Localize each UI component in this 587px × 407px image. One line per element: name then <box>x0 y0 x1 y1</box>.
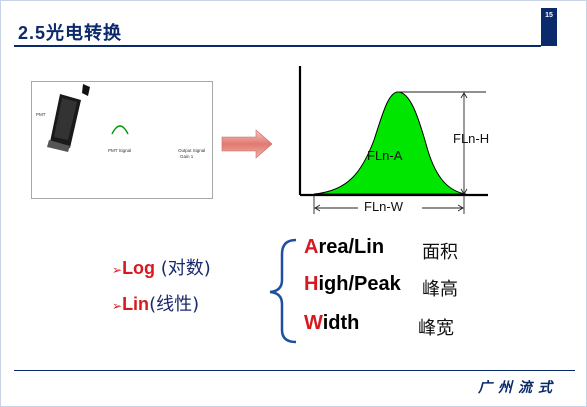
page-number-box <box>541 8 557 46</box>
width-initial: W <box>304 312 323 334</box>
height-label: FLn-H <box>453 131 490 146</box>
high-rest: igh/Peak <box>318 273 401 295</box>
width-arrow-right <box>457 204 464 212</box>
bullet-arrow-icon: ➢ <box>112 263 123 277</box>
pmt-illustration <box>47 84 129 152</box>
width-arrow-left <box>314 204 321 212</box>
high-initial: H <box>304 273 319 295</box>
area-label: FLn-A <box>367 148 403 163</box>
pmt-label: PMT <box>36 112 46 117</box>
lin-term: Lin <box>122 294 150 314</box>
list-item-area: Area/Lin <box>304 236 384 259</box>
height-arrow-top <box>460 92 468 99</box>
list-item-width: Width <box>304 312 359 335</box>
peak-parameter-diagram: FLn-A FLn-H FLn-W <box>288 64 498 224</box>
footer-brand: 广州流式 <box>478 380 558 396</box>
height-arrow-bottom <box>460 188 468 195</box>
slide-title: 2.5光电转换 <box>18 23 123 43</box>
peak-diagram-svg <box>298 66 488 214</box>
list-item-log: ➢Log (对数) <box>112 254 211 280</box>
area-initial: A <box>304 236 319 258</box>
output-signal-label: Output Signal <box>178 148 206 153</box>
pmt-signal-pulse <box>111 125 129 135</box>
page-number: 15 <box>545 12 553 19</box>
width-label: FLn-W <box>364 199 403 214</box>
log-term: Log <box>122 258 156 278</box>
area-rest: rea/Lin <box>318 236 385 258</box>
pmt-signal-label: PMT Signal <box>108 148 132 153</box>
high-cn: 峰高 <box>422 279 458 300</box>
width-rest: idth <box>322 312 360 334</box>
pmt-device-icon <box>47 84 90 152</box>
footer-rule <box>14 370 575 371</box>
list-item-high: High/Peak <box>304 273 401 296</box>
title-underline <box>14 45 541 47</box>
grouping-brace <box>269 238 297 344</box>
list-item-lin: ➢Lin(线性) <box>112 290 199 316</box>
peak-curve <box>313 91 467 195</box>
gain-label: Gain 1 <box>180 154 194 159</box>
bullet-arrow-icon: ➢ <box>112 299 123 313</box>
width-cn: 峰宽 <box>418 318 454 339</box>
pmt-screenshot-panel: PMT PMT Signal Output Signal Gain 1 <box>31 81 213 199</box>
log-cn: (对数) <box>155 258 211 279</box>
lin-cn: (线性) <box>149 294 200 315</box>
right-arrow-icon <box>221 129 273 159</box>
area-cn: 面积 <box>422 242 458 263</box>
